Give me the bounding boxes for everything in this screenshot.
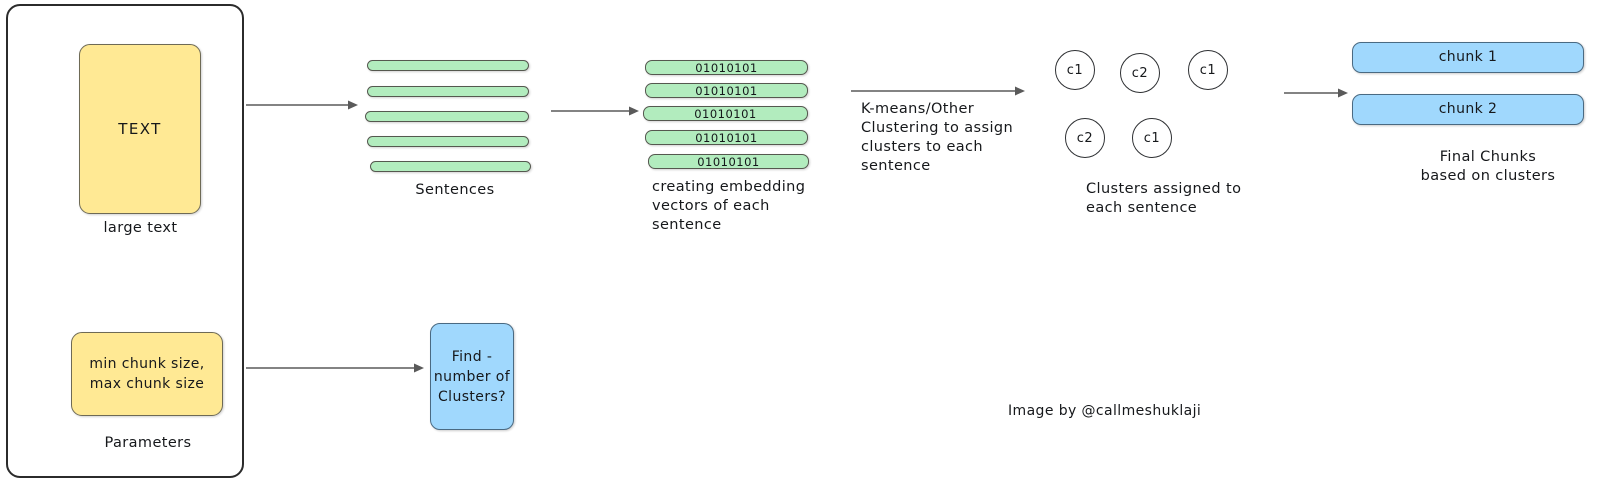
embedding-bar: 01010101 <box>645 130 808 145</box>
embedding-bar: 01010101 <box>645 60 808 75</box>
chunk-box-label: chunk 2 <box>1438 101 1498 117</box>
clusters-group: c1 c2 c1 c2 c1 <box>1055 50 1250 170</box>
embedding-bar: 01010101 <box>648 154 809 169</box>
cluster-circle-label: c1 <box>1066 62 1084 78</box>
large-text-box: TEXT <box>79 44 201 214</box>
arrow-parameters-to-find-clusters <box>246 363 424 373</box>
sentence-bar <box>367 86 529 97</box>
sentences-caption: Sentences <box>415 182 495 198</box>
cluster-circle: c1 <box>1188 50 1228 90</box>
cluster-circle-label: c1 <box>1143 130 1161 146</box>
parameters-caption: Parameters <box>104 435 192 451</box>
cluster-circle-label: c2 <box>1131 65 1149 81</box>
clusters-caption: Clusters assigned to each sentence <box>1086 181 1242 216</box>
final-chunks-caption: Final Chunks based on clusters <box>1420 149 1556 184</box>
embedding-bar: 01010101 <box>645 83 808 98</box>
cluster-circle: c1 <box>1055 50 1095 90</box>
arrow-embeddings-to-clusters <box>851 86 1025 96</box>
embedding-bar-value: 01010101 <box>695 60 758 75</box>
chunk-box: chunk 2 <box>1352 94 1584 125</box>
chunk-box: chunk 1 <box>1352 42 1584 73</box>
find-number-of-clusters-value: Find - number of Clusters? <box>433 348 511 405</box>
chunk-box-label: chunk 1 <box>1438 49 1498 65</box>
arrow-text-to-sentences <box>246 100 358 110</box>
sentence-bar <box>365 111 529 122</box>
find-number-of-clusters-box: Find - number of Clusters? <box>430 323 514 430</box>
embeddings-caption: creating embedding vectors of each sente… <box>652 179 806 233</box>
sentences-group <box>365 60 567 175</box>
attribution-text: Image by @callmeshuklaji <box>1008 403 1202 419</box>
cluster-circle: c2 <box>1120 53 1160 93</box>
input-panel: TEXT large text min chunk size, max chun… <box>6 4 244 478</box>
embedding-bar-value: 01010101 <box>695 130 758 145</box>
embeddings-group: 01010101 01010101 01010101 01010101 0101… <box>643 60 820 175</box>
final-chunks-group: chunk 1 chunk 2 <box>1352 42 1584 132</box>
large-text-caption: large text <box>103 220 178 236</box>
cluster-circle: c2 <box>1065 118 1105 158</box>
embedding-bar: 01010101 <box>643 106 808 121</box>
embedding-bar-value: 01010101 <box>694 106 757 121</box>
cluster-circle: c1 <box>1132 118 1172 158</box>
arrow-clusters-to-chunks <box>1284 88 1348 98</box>
cluster-circle-label: c2 <box>1076 130 1094 146</box>
sentence-bar <box>367 60 529 71</box>
arrow-sentences-to-embeddings <box>551 106 639 116</box>
embedding-bar-value: 01010101 <box>695 83 758 98</box>
sentence-bar <box>367 136 529 147</box>
clustering-step-note: K-means/Other Clustering to assign clust… <box>861 101 1014 174</box>
parameters-box-value: min chunk size, max chunk size <box>89 356 205 392</box>
embedding-bar-value: 01010101 <box>697 154 760 169</box>
sentence-bar <box>370 161 531 172</box>
large-text-box-value: TEXT <box>118 119 162 138</box>
cluster-circle-label: c1 <box>1199 62 1217 78</box>
parameters-box: min chunk size, max chunk size <box>71 332 223 416</box>
